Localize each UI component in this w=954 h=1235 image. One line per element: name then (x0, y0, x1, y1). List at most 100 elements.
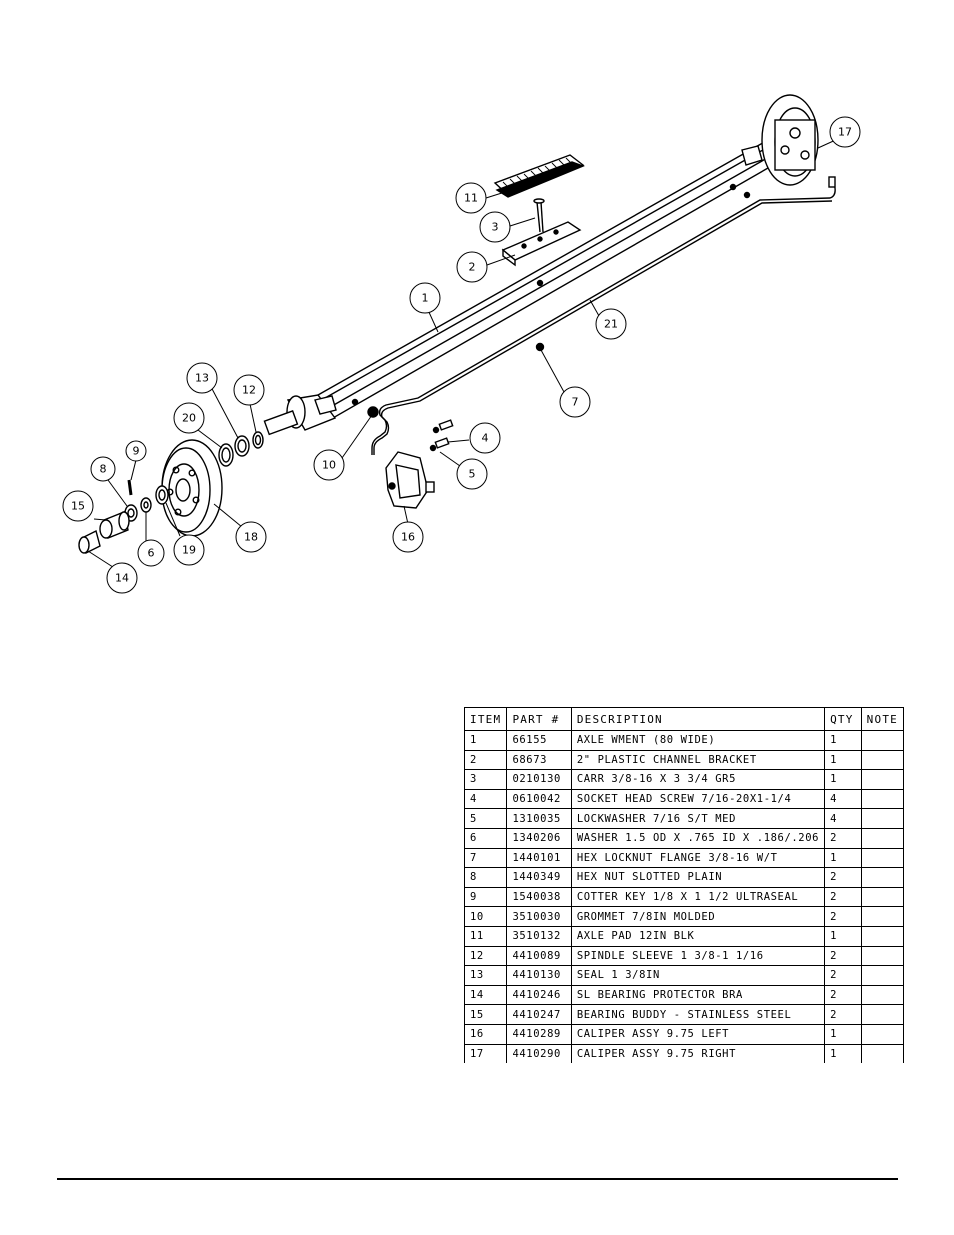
footer-rule (57, 1178, 898, 1180)
note-cell (860, 945, 904, 967)
part-number-cell: 4410290 (506, 1043, 572, 1063)
description-cell: SEAL 1 3/8IN (570, 965, 826, 986)
item-cell: 16 (464, 1023, 508, 1045)
callout-label-17: 17 (838, 126, 852, 139)
callout-label-18: 18 (244, 531, 258, 544)
callout-label-3: 3 (492, 221, 499, 234)
note-cell (860, 965, 904, 986)
callout-label-21: 21 (604, 318, 618, 331)
header-item: ITEM (464, 707, 508, 731)
description-cell: SPINDLE SLEEVE 1 3/8-1 1/16 (570, 945, 826, 967)
callout-8 (90, 456, 116, 482)
callout-7 (559, 386, 591, 418)
callout-5 (456, 458, 488, 490)
qty-cell: 4 (824, 788, 862, 810)
qty-cell: 2 (824, 867, 862, 888)
brake-line (371, 176, 836, 455)
axle-tube (317, 139, 784, 419)
note-cell (860, 984, 904, 1006)
callout-label-16: 16 (401, 531, 415, 544)
callout-16 (392, 521, 424, 553)
part-number-cell: 0210130 (506, 769, 572, 790)
left-spindle (263, 394, 337, 436)
seals (218, 431, 264, 467)
qty-cell: 2 (824, 906, 862, 927)
item-cell: 7 (464, 847, 508, 869)
qty-cell: 1 (824, 730, 862, 751)
callout-label-11: 11 (464, 192, 478, 205)
qty-cell: 2 (824, 827, 862, 849)
description-cell: LOCKWASHER 7/16 S/T MED (570, 808, 826, 829)
item-cell: 17 (464, 1043, 508, 1063)
callout-label-12: 12 (242, 384, 256, 397)
item-cell: 15 (464, 1004, 508, 1025)
part-number-cell: 3510030 (506, 906, 572, 927)
description-cell: AXLE PAD 12IN BLK (570, 925, 826, 947)
callout-13 (186, 362, 218, 394)
callout-12 (233, 374, 265, 406)
description-cell: HEX LOCKNUT FLANGE 3/8-16 W/T (570, 847, 826, 869)
item-cell: 3 (464, 769, 508, 790)
callout-label-4: 4 (482, 432, 489, 445)
description-cell: CALIPER ASSY 9.75 LEFT (570, 1023, 826, 1045)
qty-cell: 1 (824, 925, 862, 947)
callout-20 (173, 402, 205, 434)
callout-3 (479, 211, 511, 243)
note-cell (860, 1023, 904, 1045)
part-number-cell: 68673 (506, 749, 572, 771)
description-cell: AXLE WMENT (80 WIDE) (570, 730, 826, 751)
callout-label-10: 10 (322, 459, 336, 472)
callout-17 (829, 116, 861, 148)
note-cell (860, 808, 904, 829)
description-cell: GROMMET 7/8IN MOLDED (570, 906, 826, 927)
qty-cell: 1 (824, 847, 862, 869)
callout-label-15: 15 (71, 500, 85, 513)
header-qty: QTY (824, 707, 862, 731)
header-description: DESCRIPTION (570, 707, 826, 731)
part-number-cell: 1340206 (506, 827, 572, 849)
callout-label-19: 19 (182, 544, 196, 557)
header-note: NOTE (860, 707, 904, 731)
qty-cell: 2 (824, 1004, 862, 1025)
grommet (367, 406, 379, 418)
part-number-cell: 1310035 (506, 808, 572, 829)
qty-cell: 2 (824, 984, 862, 1006)
locknut (535, 342, 545, 352)
note-cell (860, 827, 904, 849)
qty-cell: 2 (824, 965, 862, 986)
callout-6 (137, 539, 165, 567)
callout-circles (62, 116, 861, 594)
callout-21 (595, 308, 627, 340)
description-cell: 2" PLASTIC CHANNEL BRACKET (570, 749, 826, 771)
description-cell: SOCKET HEAD SCREW 7/16-20X1-1/4 (570, 788, 826, 810)
item-cell: 9 (464, 886, 508, 908)
table-header-row: ITEM PART # DESCRIPTION QTY NOTE (464, 707, 904, 731)
item-cell: 13 (464, 965, 508, 986)
part-number-cell: 0610042 (506, 788, 572, 810)
callout-label-6: 6 (148, 547, 155, 560)
description-cell: WASHER 1.5 OD X .765 ID X .186/.206 (570, 827, 826, 849)
callout-label-9: 9 (133, 445, 140, 458)
qty-cell: 1 (824, 1043, 862, 1063)
description-cell: COTTER KEY 1/8 X 1 1/2 ULTRASEAL (570, 886, 826, 908)
callout-14 (106, 562, 138, 594)
caliper-screws (429, 419, 454, 452)
part-number-cell: 4410130 (506, 965, 572, 986)
callout-4 (469, 422, 501, 454)
axle-pad (493, 154, 585, 198)
note-cell (860, 730, 904, 751)
